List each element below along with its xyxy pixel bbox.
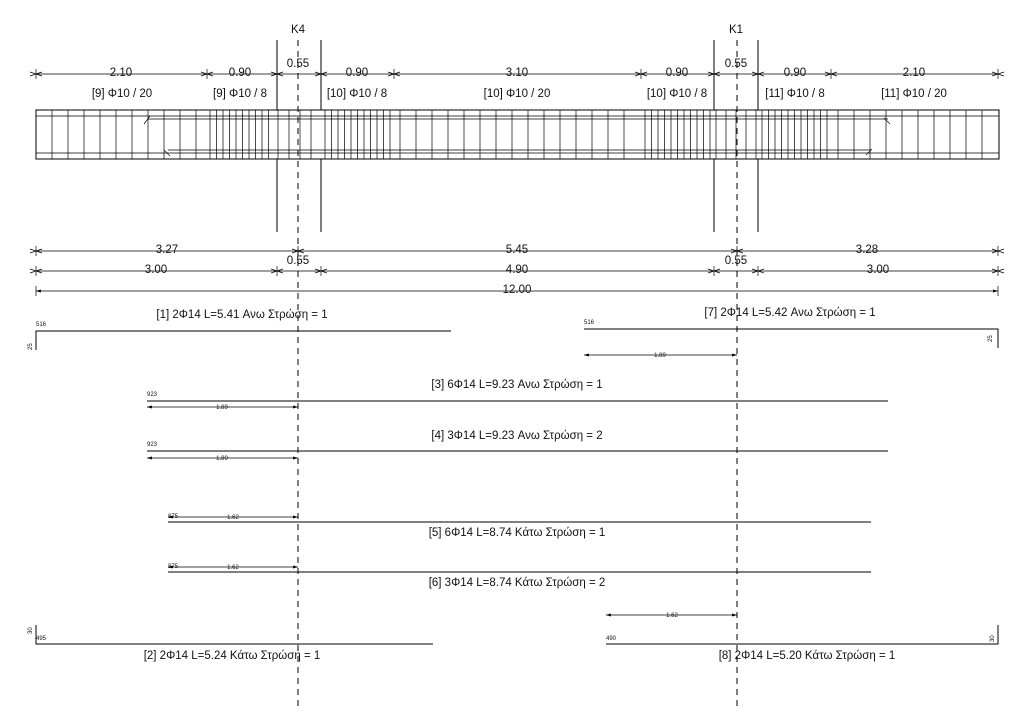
bar-length: 923 [147,392,158,398]
bar-6: 875 1.62 [6] 3Φ14 L=8.74 Κάτω Στρώση = 2 [168,564,871,589]
dim-arrow [291,248,305,254]
dim-arrow [991,71,1005,77]
dim-arrow [270,268,284,274]
bar-label: [2] 2Φ14 L=5.24 Κάτω Στρώση = 1 [144,650,321,662]
dim-arrow [314,268,328,274]
bar-length: 495 [36,636,47,642]
dim-label: 5.45 [506,244,528,256]
stirrup-labels: [9] Φ10 / 20 [9] Φ10 / 8 [10] Φ10 / 8 [1… [92,88,947,100]
dim-label: 2.10 [903,67,925,79]
bar-1: 516 25 [1] 2Φ14 L=5.41 Ανω Στρώση = 1 [28,309,451,350]
dim-label: 3.00 [867,264,889,276]
dim-label: 3.28 [856,244,878,256]
bar-label: [8] 2Φ14 L=5.20 Κάτω Στρώση = 1 [719,650,896,662]
dim-label: 3.00 [145,264,167,276]
dim-arrow [824,71,838,77]
dim-label: 4.90 [506,264,528,276]
dim-arrow [707,268,721,274]
anchor-length: 1.62 [227,515,239,521]
bar-label: [4] 3Φ14 L=9.23 Ανω Στρώση = 2 [431,430,602,442]
dim-label: 0.55 [287,255,309,267]
span-dimension-chain-2: 3.00 0.55 4.90 0.55 3.00 [29,255,1005,276]
bar-3: 923 [3] 6Φ14 L=9.23 Ανω Στρώση = 1 1.89 [147,379,888,411]
dim-arrow [387,71,401,77]
dim-arrow [634,71,648,77]
dim-arrow [29,71,43,77]
total-dimension: 12.00 [35,284,999,296]
bar-4: 923 [4] 3Φ14 L=9.23 Ανω Στρώση = 2 1.89 [147,430,888,462]
stirrup-label: [11] Φ10 / 8 [765,88,824,100]
dim-arrow [751,268,765,274]
bar-label: [7] 2Φ14 L=5.42 Ανω Στρώση = 1 [704,307,875,319]
dim-arrow [200,71,214,77]
dim-label: 3.10 [506,67,528,79]
dim-arrow [314,71,328,77]
stirrup-label: [10] Φ10 / 20 [484,88,551,100]
bar-length: 516 [36,322,47,328]
dim-label: 0.55 [287,58,309,70]
hook-length: 25 [28,343,34,350]
bar-length: 516 [584,320,595,326]
stirrup-label: [11] Φ10 / 20 [881,88,947,100]
top-dimension-labels: 2.10 0.90 0.55 0.90 3.10 0.90 0.55 0.90 … [110,58,925,79]
bar-label: [3] 6Φ14 L=9.23 Ανω Στρώση = 1 [431,379,602,391]
anchor-length: 1.89 [654,353,666,359]
dim-arrow [29,248,43,254]
bar-label: [1] 2Φ14 L=5.41 Ανω Στρώση = 1 [156,309,327,321]
span-dimension-chain-1: 3.27 5.45 3.28 [29,244,1005,256]
bar-length: 923 [147,442,158,448]
stirrup-label: [10] Φ10 / 8 [327,88,387,100]
anchor-length: 1.89 [216,405,228,411]
anchor-length: 1.62 [666,613,678,619]
dim-arrow [751,71,765,77]
dim-label: 0.90 [229,67,251,79]
beam-elevation [35,109,1000,160]
dim-label: 12.00 [503,284,532,296]
dim-label: 2.10 [110,67,132,79]
dim-arrow [270,71,284,77]
bar-5: 875 1.62 [5] 6Φ14 L=8.74 Κάτω Στρώση = 1 [168,514,871,539]
dim-label: 0.55 [725,255,747,267]
stirrup-label: [10] Φ10 / 8 [647,88,707,100]
dim-label: 0.55 [725,58,747,70]
bar-label: [6] 3Φ14 L=8.74 Κάτω Στρώση = 2 [429,577,606,589]
bar-7: 516 25 [7] 2Φ14 L=5.42 Ανω Στρώση = 1 1.… [584,307,999,359]
dim-arrow [991,268,1005,274]
dim-label: 0.90 [784,67,806,79]
bar-2: 495 30 [2] 2Φ14 L=5.24 Κάτω Στρώση = 1 [28,625,433,662]
dim-arrow [991,248,1005,254]
dim-label: 0.90 [666,67,688,79]
dim-arrow [29,268,43,274]
stirrup-label: [9] Φ10 / 20 [92,88,152,100]
stirrup-label: [9] Φ10 / 8 [213,88,267,100]
hook-length: 30 [28,627,34,634]
dim-label: 0.90 [346,67,368,79]
anchor-length: 1.62 [227,565,239,571]
bar-length: 490 [606,636,617,642]
dim-arrow [730,248,744,254]
dim-arrow [707,71,721,77]
hook-length: 30 [990,635,996,642]
anchor-length: 1.89 [216,456,228,462]
axis-label-k1: K1 [729,24,743,36]
hook-length: 25 [988,335,994,342]
bar-label: [5] 6Φ14 L=8.74 Κάτω Στρώση = 1 [429,527,606,539]
bar-8: 490 30 [8] 2Φ14 L=5.20 Κάτω Στρώση = 1 1… [606,613,999,662]
axis-label-k4: K4 [291,24,306,36]
dim-label: 3.27 [156,244,178,256]
top-dimension-chain [29,69,1005,79]
